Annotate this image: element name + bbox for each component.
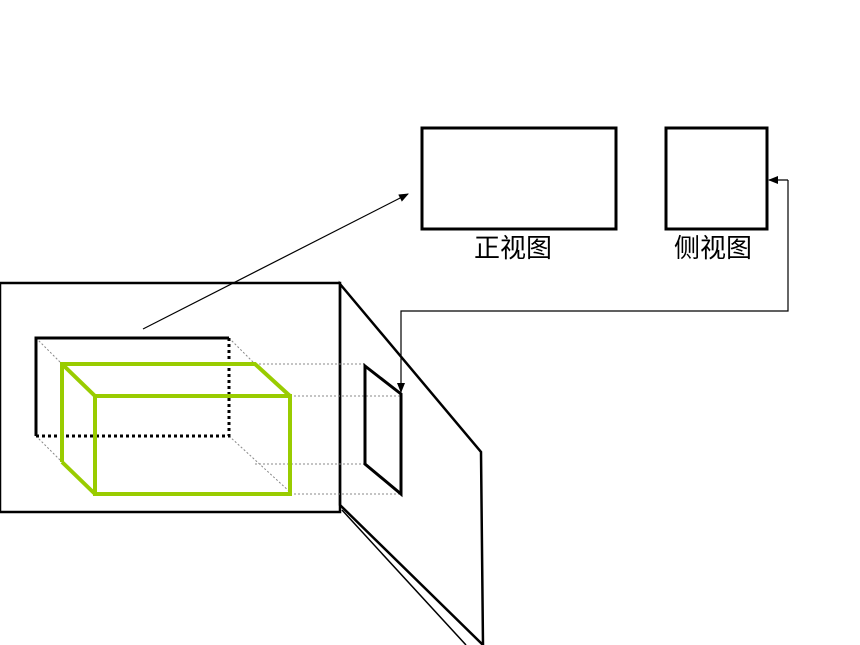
side-projection-plane bbox=[338, 280, 485, 645]
front-projection-plane bbox=[0, 281, 342, 514]
side-plane-edge-shadow bbox=[341, 509, 467, 645]
front-projection-hidden-edges bbox=[36, 338, 231, 438]
front-view-arrow bbox=[142, 193, 409, 330]
side-projection-shape bbox=[363, 362, 403, 498]
projection-guides bbox=[35, 337, 400, 495]
side-view-label: 侧视图 bbox=[674, 234, 753, 264]
side-view-box bbox=[664, 126, 769, 231]
front-view-box bbox=[420, 126, 618, 231]
front-view-label: 正视图 bbox=[474, 234, 553, 264]
side-view-connector bbox=[397, 180, 789, 393]
front-projection-outline bbox=[34, 336, 229, 436]
cuboid-3d bbox=[60, 362, 292, 496]
